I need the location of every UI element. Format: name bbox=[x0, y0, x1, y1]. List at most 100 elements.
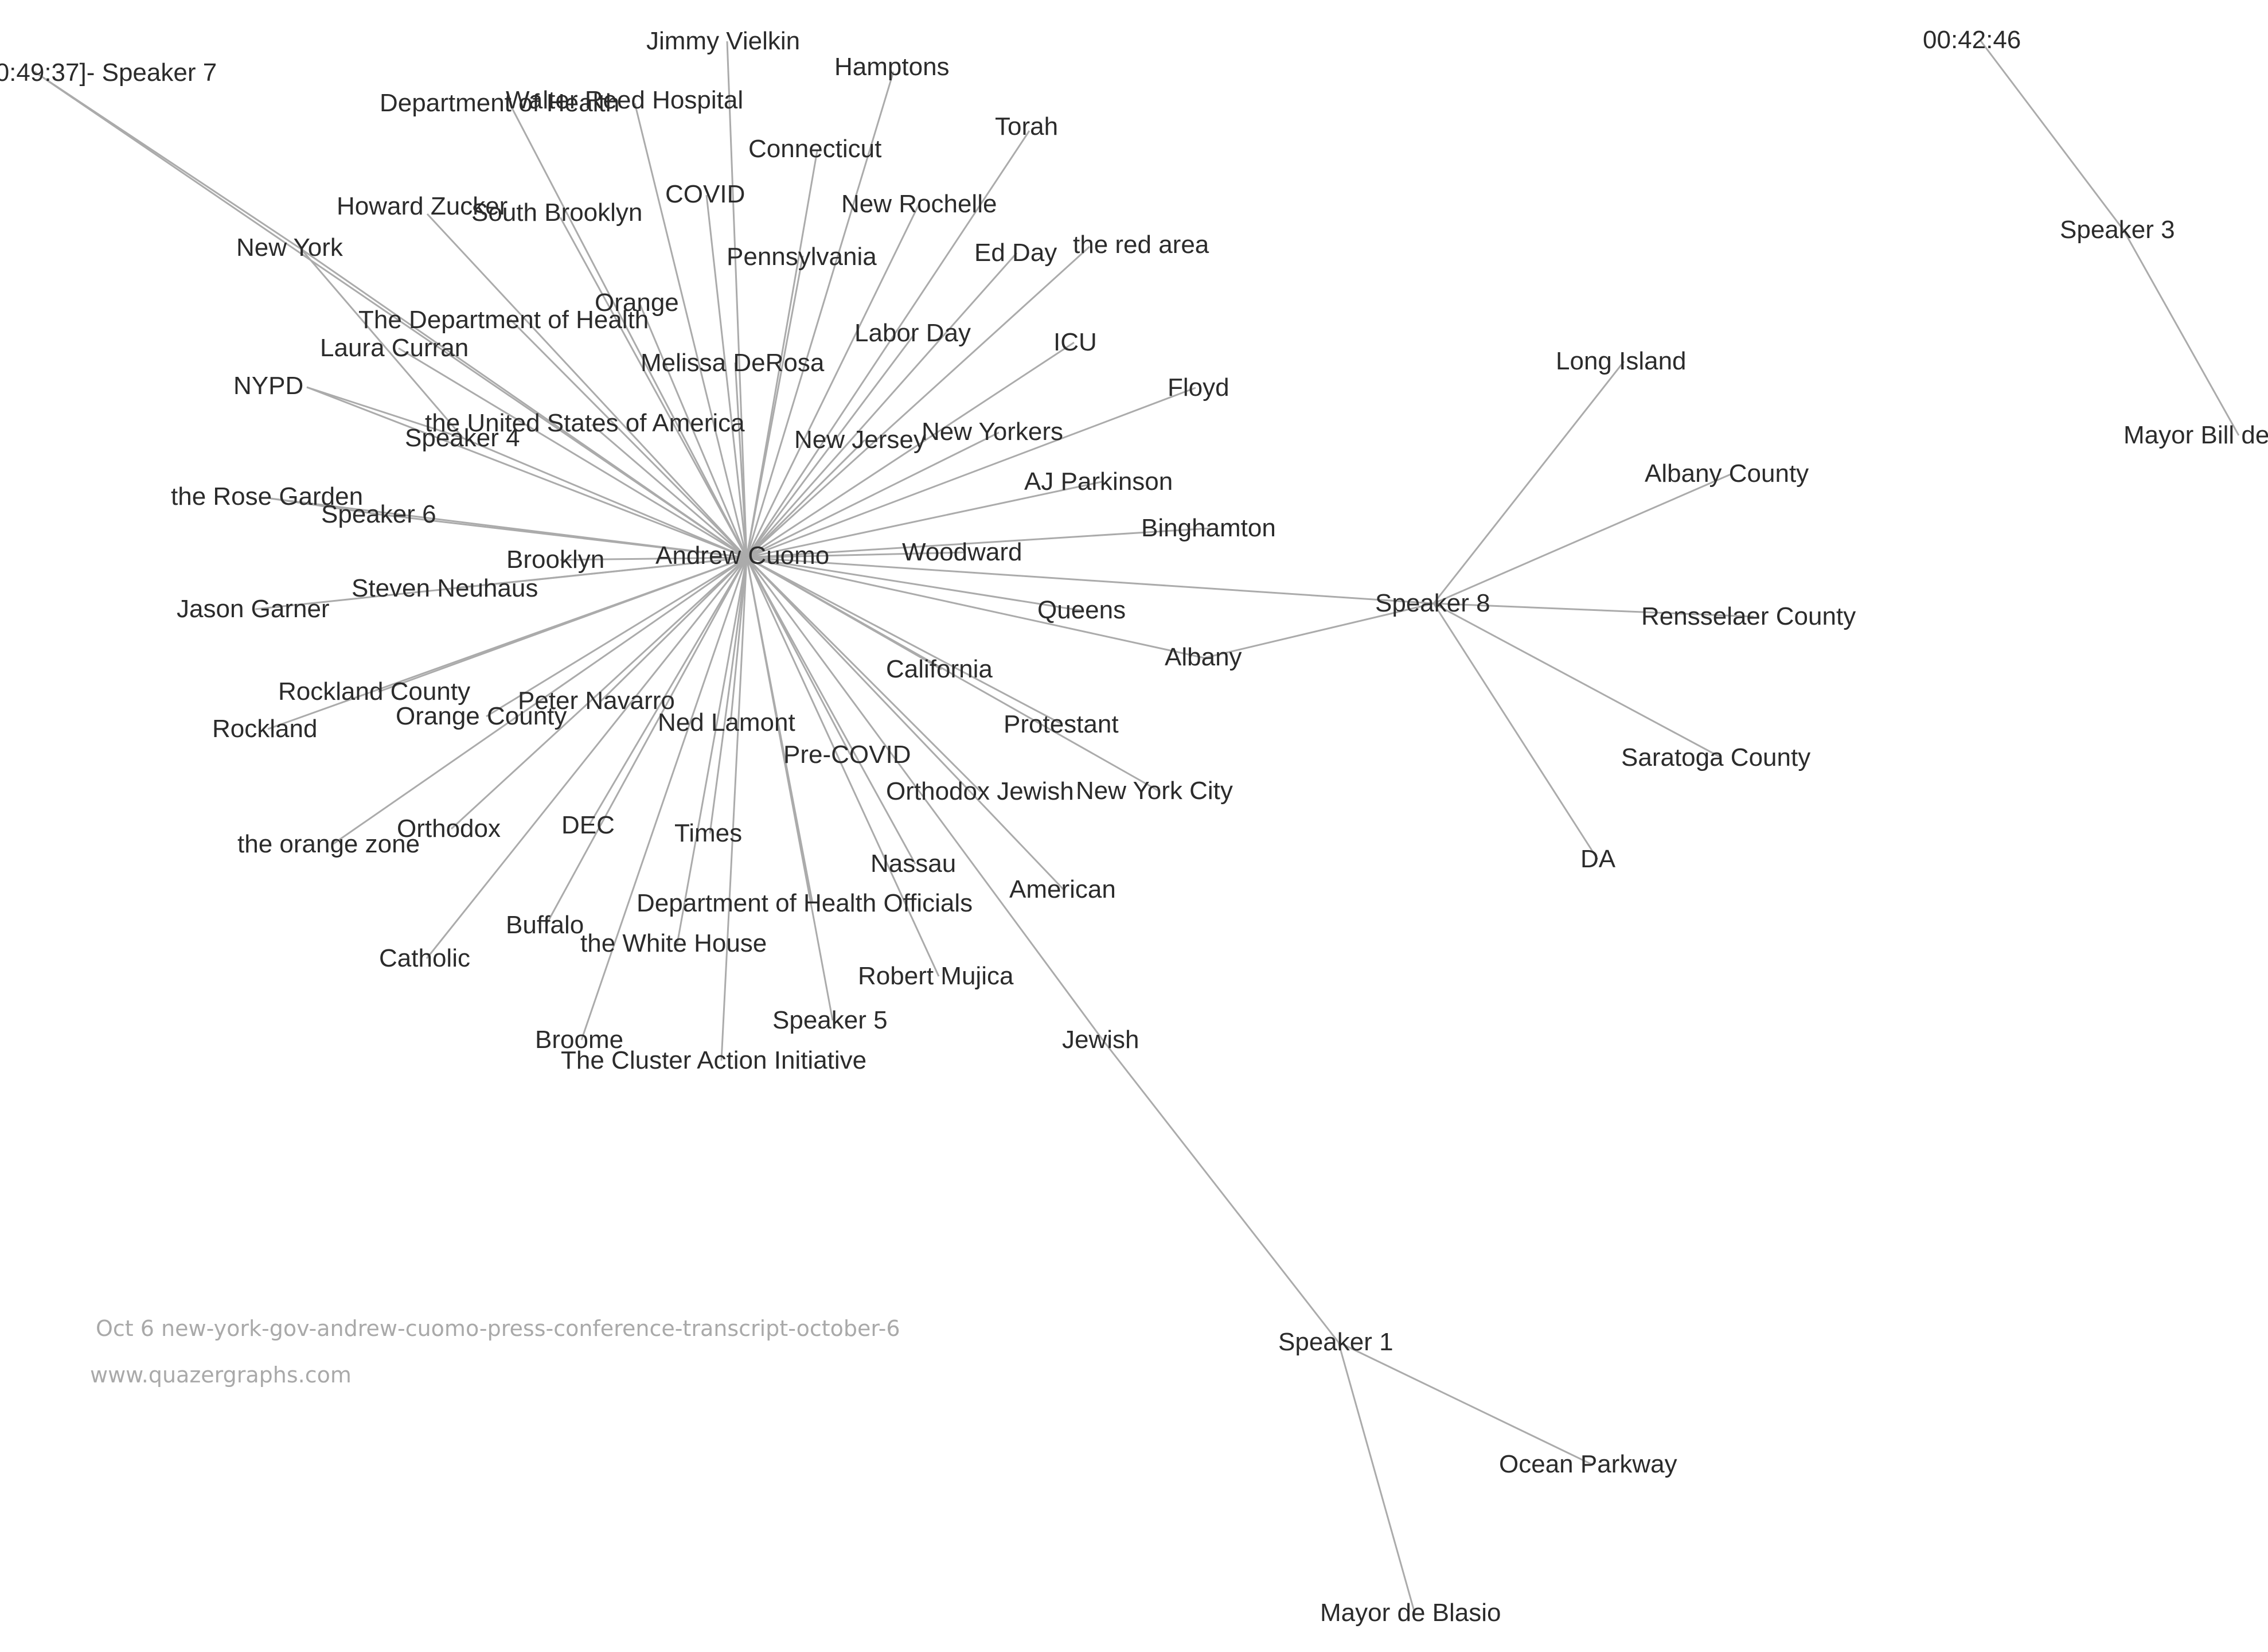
node-new-york: New York bbox=[236, 233, 343, 262]
edge-speaker-1--ocean-parkway bbox=[1338, 1341, 1592, 1466]
edge-speaker-8--rensselaer-county bbox=[1433, 602, 1754, 618]
node-andrew-cuomo: Andrew Cuomo bbox=[655, 541, 829, 570]
node-covid: COVID bbox=[665, 180, 745, 208]
edge-andrew-cuomo--new-yorkers bbox=[746, 431, 1000, 559]
edge-andrew-cuomo--american bbox=[745, 556, 1065, 891]
edge-andrew-cuomo--new-jersey bbox=[745, 439, 866, 559]
node-speaker-6: Speaker 6 bbox=[321, 500, 436, 528]
edge-nypd--speaker-4 bbox=[306, 386, 464, 439]
node-orthodox-jewish: Orthodox Jewish bbox=[886, 777, 1074, 805]
node-nassau: Nassau bbox=[870, 850, 956, 878]
edge-andrew-cuomo--protestant bbox=[746, 556, 1063, 726]
edge-andrew-cuomo--buffalo bbox=[545, 557, 748, 926]
node-the-orange-zone: the orange zone bbox=[237, 830, 420, 858]
node-steven-neuhaus: Steven Neuhaus bbox=[352, 574, 538, 602]
edge-andrew-cuomo--covid bbox=[705, 194, 748, 558]
node-buffalo: Buffalo bbox=[506, 911, 584, 939]
node-labor-day: Labor Day bbox=[854, 319, 971, 347]
node-laura-curran: Laura Curran bbox=[320, 334, 469, 362]
node-rockland: Rockland bbox=[212, 715, 317, 743]
node-speaker-5: Speaker 5 bbox=[772, 1006, 888, 1034]
edge-the-rose-garden--speaker-6 bbox=[270, 497, 381, 516]
node-nypd: NYPD bbox=[233, 372, 303, 400]
edge-andrew-cuomo--south-brooklyn bbox=[559, 217, 748, 558]
node-american: American bbox=[1009, 875, 1116, 903]
node-robert-mujica: Robert Mujica bbox=[858, 962, 1014, 990]
node-speaker-1: Speaker 1 bbox=[1278, 1328, 1393, 1356]
edge-andrew-cuomo--robert-mujica bbox=[745, 557, 940, 977]
edge-speaker-8--albany-county bbox=[1433, 473, 1732, 605]
edge-andrew-cuomo--orthodox bbox=[450, 556, 748, 830]
node-icu: ICU bbox=[1053, 328, 1097, 356]
node-timestamp-00-42-46: 00:42:46 bbox=[1923, 26, 2021, 54]
node-protestant: Protestant bbox=[1004, 710, 1119, 738]
edge-andrew-cuomo--nypd bbox=[306, 386, 747, 559]
edge-andrew-cuomo--department-of-health bbox=[509, 104, 748, 558]
edge-andrew-cuomo--peter-navarro bbox=[600, 556, 748, 702]
edge-andrew-cuomo--walter-reed-hospital bbox=[634, 103, 748, 558]
edge-andrew-cuomo--the-orange-zone bbox=[332, 556, 747, 846]
node-orthodox: Orthodox bbox=[397, 815, 501, 843]
node-albany-county: Albany County bbox=[1645, 459, 1809, 488]
node-da: DA bbox=[1580, 845, 1616, 873]
edge-andrew-cuomo--new-rochelle bbox=[745, 203, 920, 558]
edge-speaker-1--mayor-de-blasio bbox=[1337, 1342, 1416, 1614]
edge-andrew-cuomo--dec bbox=[588, 557, 748, 826]
edge-andrew-cuomo--woodward bbox=[746, 551, 966, 559]
edge-andrew-cuomo--the-red-area bbox=[745, 246, 1091, 559]
edge-andrew-cuomo--speaker-6 bbox=[380, 513, 747, 559]
edge-timestamp-00-42-46--speaker-3 bbox=[1979, 40, 2125, 231]
node-dec: DEC bbox=[561, 811, 615, 839]
edge-andrew-cuomo--pennsylvania bbox=[745, 255, 804, 558]
node-department-of-health: Department of Health bbox=[380, 89, 619, 117]
edge-speaker-7-stamp--new-york bbox=[34, 71, 302, 250]
edge-andrew-cuomo--orthodox-jewish bbox=[745, 556, 982, 793]
edge-andrew-cuomo--speaker-8 bbox=[746, 556, 1434, 605]
node-floyd: Floyd bbox=[1168, 373, 1229, 402]
node-new-rochelle: New Rochelle bbox=[841, 190, 997, 218]
edge-andrew-cuomo--queens bbox=[746, 556, 1084, 612]
edge-andrew-cuomo--ed-day bbox=[745, 252, 1018, 558]
node-ocean-parkway: Ocean Parkway bbox=[1499, 1450, 1677, 1478]
graph-caption-title: Oct 6 new-york-gov-andrew-cuomo-press-co… bbox=[96, 1316, 900, 1341]
node-orange: Orange bbox=[595, 289, 679, 317]
node-california: California bbox=[886, 655, 993, 683]
node-rockland-county: Rockland County bbox=[278, 677, 470, 706]
edge-andrew-cuomo--times bbox=[709, 557, 748, 834]
edge-andrew-cuomo--howard-zucker bbox=[426, 213, 748, 559]
edge-speaker-8--long-island bbox=[1432, 361, 1625, 604]
edge-andrew-cuomo--labor-day bbox=[745, 333, 916, 558]
edge-new-york--speaker-4 bbox=[300, 248, 464, 439]
node-walter-reed-hospital: Walter Reed Hospital bbox=[506, 86, 743, 114]
node-connecticut: Connecticut bbox=[748, 135, 881, 163]
node-woodward: Woodward bbox=[902, 538, 1022, 566]
node-south-brooklyn: South Brooklyn bbox=[471, 198, 642, 227]
node-ned-lamont: Ned Lamont bbox=[658, 708, 795, 737]
edge-andrew-cuomo--aj-parkinson bbox=[746, 481, 1102, 559]
edge-andrew-cuomo--floyd bbox=[746, 387, 1196, 559]
node-ed-day: Ed Day bbox=[974, 239, 1057, 267]
edge-andrew-cuomo--broome bbox=[580, 557, 748, 1041]
node-long-island: Long Island bbox=[1556, 347, 1687, 375]
node-the-united-states-of-america: the United States of America bbox=[425, 409, 745, 437]
edge-andrew-cuomo--speaker-7-stamp bbox=[34, 71, 747, 559]
edge-andrew-cuomo--new-york-city bbox=[746, 556, 1160, 792]
node-mayor-de-blasio: Mayor de Blasio bbox=[1320, 1599, 1501, 1627]
node-broome: Broome bbox=[535, 1026, 623, 1054]
node-the-rose-garden: the Rose Garden bbox=[171, 482, 363, 511]
edge-andrew-cuomo--brooklyn bbox=[560, 556, 747, 561]
node-new-yorkers: New Yorkers bbox=[922, 418, 1063, 446]
node-speaker-7-stamp: [00:49:37]- Speaker 7 bbox=[0, 59, 217, 87]
node-pre-covid: Pre-COVID bbox=[783, 741, 911, 769]
node-the-department-of-health: The Department of Health bbox=[358, 306, 649, 334]
node-aj-parkinson: AJ Parkinson bbox=[1024, 467, 1173, 496]
node-speaker-4: Speaker 4 bbox=[405, 424, 520, 452]
edge-andrew-cuomo--the-department-of-health bbox=[509, 318, 748, 559]
node-howard-zucker: Howard Zucker bbox=[337, 192, 508, 220]
node-the-white-house: the White House bbox=[580, 929, 767, 957]
edge-andrew-cuomo--nassau bbox=[745, 557, 916, 864]
edge-andrew-cuomo--jimmy-vielkin bbox=[726, 41, 748, 558]
edge-andrew-cuomo--orange bbox=[638, 302, 748, 558]
edge-andrew-cuomo--jason-garner bbox=[255, 556, 747, 610]
